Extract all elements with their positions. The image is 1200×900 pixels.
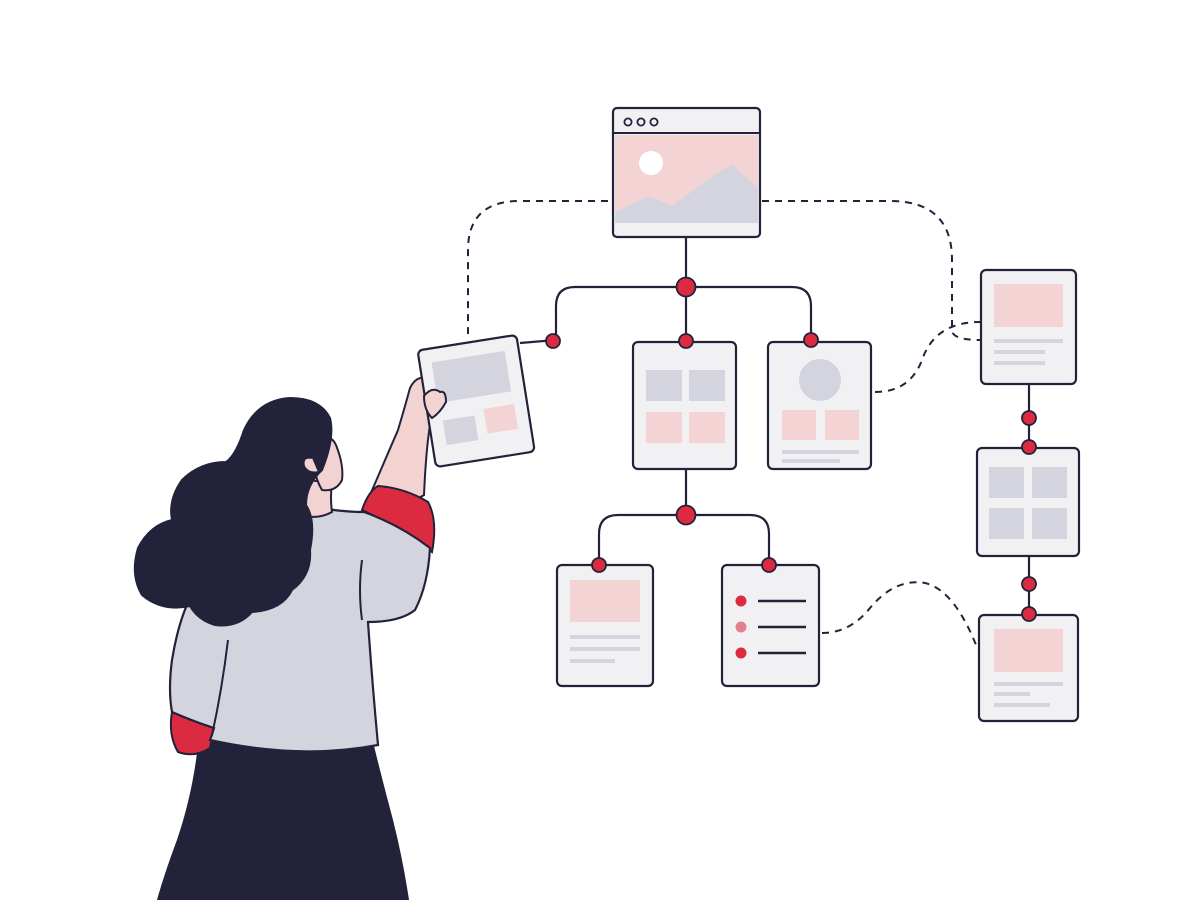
junction-dot [1021, 410, 1037, 426]
junction-dot [803, 332, 819, 348]
link-grid-branch-right [686, 513, 771, 565]
dashed-link-home-to-handheld [467, 200, 608, 334]
hand-fingers [422, 388, 448, 420]
avatar-icon [799, 359, 841, 401]
bullet-icon [735, 621, 747, 633]
side-grid-page-node [975, 446, 1081, 558]
junction-dot-large [675, 504, 697, 526]
dashed-link-list-to-side-bottom [821, 581, 979, 651]
article-page-node [555, 563, 655, 688]
handheld-page-node [417, 334, 536, 468]
dashed-link-profile-to-side-top [874, 321, 981, 393]
window-dot-icon [649, 117, 659, 127]
mountain-icon [615, 164, 758, 223]
dashed-link-home-to-side-top [762, 200, 981, 341]
list-page-node [720, 563, 821, 688]
junction-dot [545, 333, 561, 349]
junction-dot-large [675, 276, 697, 298]
side-top-page-node [979, 268, 1078, 386]
junction-dot [1021, 606, 1037, 622]
side-bottom-page-node [977, 613, 1080, 723]
link-grid-branch-left [597, 513, 686, 565]
bullet-icon [735, 595, 747, 607]
ear [302, 456, 319, 474]
profile-page-node [766, 340, 873, 471]
sun-icon [639, 151, 663, 175]
link-home-branch-left [519, 285, 686, 345]
person-figure [133, 334, 536, 900]
connector-dots [545, 276, 1037, 622]
junction-dot [591, 557, 607, 573]
junction-dot [1021, 576, 1037, 592]
skirt [156, 733, 410, 900]
bullet-icon [735, 647, 747, 659]
hair [133, 396, 333, 627]
window-dot-icon [623, 117, 633, 127]
shirt-fold [211, 639, 229, 736]
junction-dot [1021, 439, 1037, 455]
window-dot-icon [636, 117, 646, 127]
link-home-branch-right [686, 285, 813, 340]
grid-page-node [631, 340, 738, 471]
junction-dot [678, 333, 694, 349]
dashed-connectors [467, 200, 981, 651]
browser-home-node [611, 106, 762, 239]
shirt-fold [359, 559, 363, 621]
junction-dot [761, 557, 777, 573]
